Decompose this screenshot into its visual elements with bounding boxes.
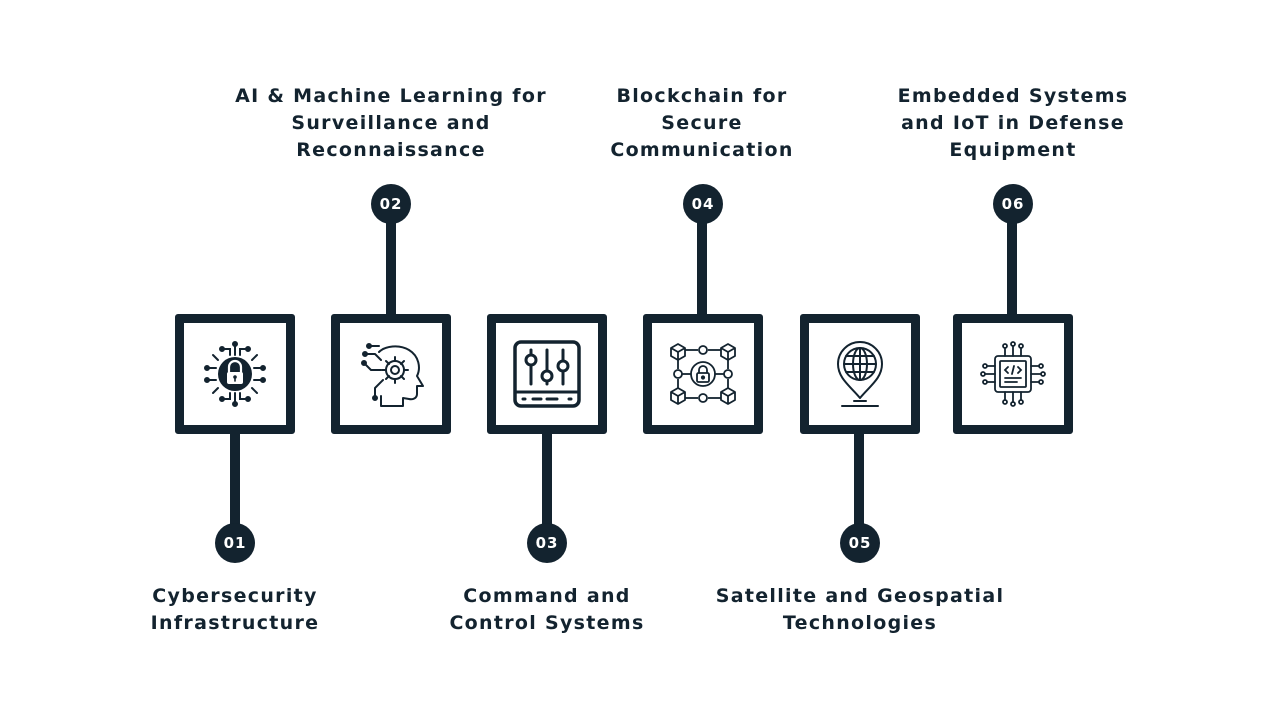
step-number-03: 03 [527,523,567,563]
globe-pin-icon [837,341,883,407]
control-panel-sliders-icon [513,340,581,408]
step-number-05: 05 [840,523,880,563]
microchip-code-icon [980,341,1046,407]
connector-01 [230,430,240,535]
connector-03 [542,430,552,535]
step-box-05 [800,314,920,434]
circuit-lock-icon [204,341,266,407]
connector-04 [697,212,707,318]
step-number-06: 06 [993,184,1033,224]
step-number-01: 01 [215,523,255,563]
step-label-06: Embedded Systems and IoT in Defense Equi… [897,85,1129,161]
step-number-02: 02 [371,184,411,224]
step-label-05: Satellite and Geospatial Technologies [715,585,1005,634]
step-label-02: AI & Machine Learning for Surveillance a… [235,85,547,161]
connector-02 [386,212,396,318]
blockchain-lock-icon [670,343,736,405]
step-number-04: 04 [683,184,723,224]
step-label-04: Blockchain for Secure Communication [610,85,794,161]
connector-06 [1007,212,1017,318]
step-label-01: Cybersecurity Infrastructure [150,585,320,634]
step-box-02 [331,314,451,434]
step-box-04 [643,314,763,434]
step-box-06 [953,314,1073,434]
step-label-03: Command and Control Systems [449,585,645,634]
connector-05 [854,430,864,535]
head-gear-icon [361,343,424,407]
step-box-03 [487,314,607,434]
step-box-01 [175,314,295,434]
